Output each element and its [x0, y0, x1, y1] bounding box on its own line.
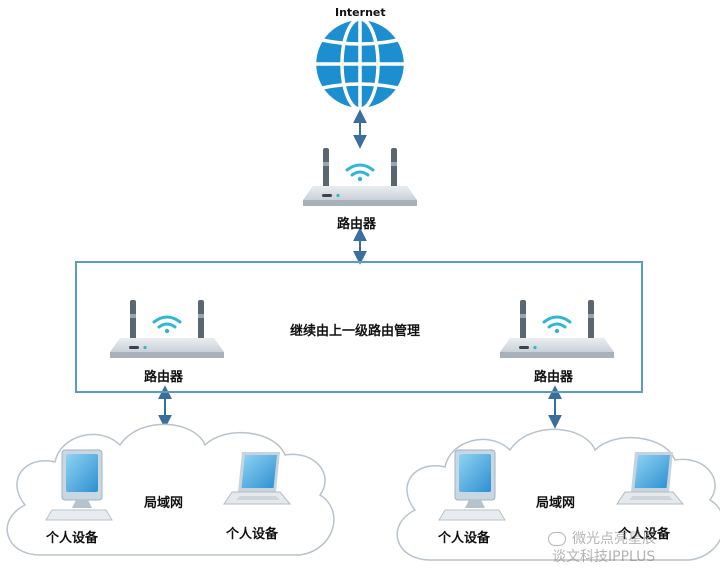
- right-router-icon: [498, 298, 616, 360]
- internet-globe-icon: [313, 17, 407, 111]
- top-router-icon: [301, 146, 419, 208]
- right-lan-title: 局域网: [536, 496, 576, 511]
- left-lan-title: 局域网: [144, 496, 184, 511]
- watermark: 微光点亮星辰 谈文科技IPPLUS: [548, 530, 718, 570]
- watermark-line2: 谈文科技IPPLUS: [552, 549, 656, 565]
- left-laptop-label: 个人设备: [226, 527, 279, 542]
- left-router-label: 路由器: [144, 370, 184, 385]
- right-router-label: 路由器: [534, 370, 574, 385]
- left-device-label: 个人设备: [46, 531, 99, 546]
- watermark-line1: 微光点亮星辰: [572, 531, 656, 547]
- top-router-label: 路由器: [337, 217, 377, 232]
- right-device-label: 个人设备: [438, 531, 491, 546]
- left-router-icon: [108, 298, 226, 360]
- managed-group-label: 继续由上一级路由管理: [290, 324, 421, 339]
- internet-label: Internet: [335, 6, 386, 19]
- wechat-logo-icon: [548, 532, 566, 546]
- managed-group-box: [75, 261, 643, 393]
- right-laptop-label: 个人设备: [618, 527, 671, 542]
